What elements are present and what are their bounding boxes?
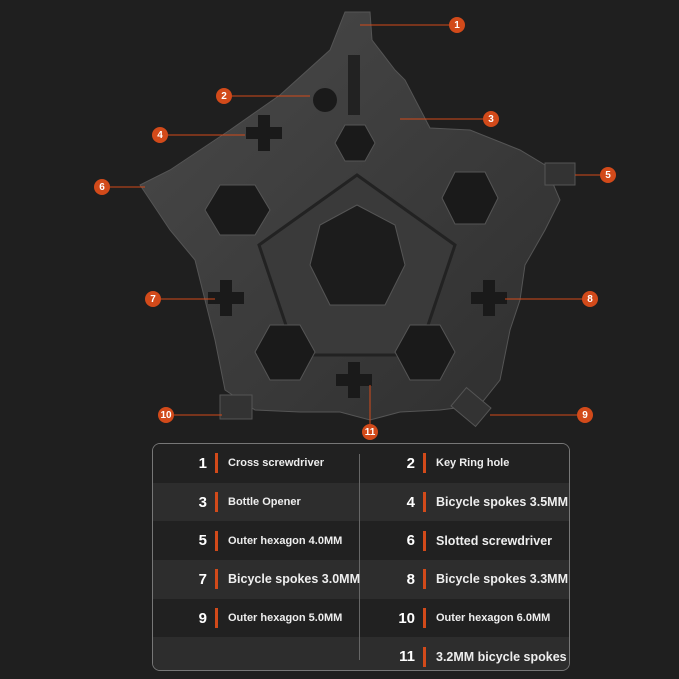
feature-number: 1 xyxy=(198,454,207,472)
accent-bar xyxy=(423,646,426,667)
table-row: 3 Bottle Opener 4 Bicycle spokes 3.5MM xyxy=(153,482,569,522)
feature-number: 3 xyxy=(198,493,207,511)
accent-bar xyxy=(423,453,426,474)
feature-number: 8 xyxy=(406,570,415,588)
accent-bar xyxy=(423,569,426,590)
callout-10: 10 xyxy=(158,407,174,423)
feature-label: Outer hexagon 5.0MM xyxy=(228,612,343,625)
feature-item: 5 Outer hexagon 4.0MM xyxy=(153,521,361,560)
table-row: 11 3.2MM bicycle spokes xyxy=(153,637,569,670)
feature-item: 6 Slotted screwdriver xyxy=(361,521,569,560)
table-row: 1 Cross screwdriver 2 Key Ring hole xyxy=(153,444,569,483)
column-divider xyxy=(359,454,360,660)
table-row: 7 Bicycle spokes 3.0MM 8 Bicycle spokes 3.… xyxy=(153,560,569,599)
accent-bar xyxy=(423,492,426,513)
feature-label: Bottle Opener xyxy=(228,496,301,509)
feature-number: 5 xyxy=(198,532,207,550)
feature-item: 8 Bicycle spokes 3.3MM xyxy=(361,560,569,599)
accent-bar xyxy=(215,453,218,474)
feature-number: 4 xyxy=(406,493,415,511)
callout-11: 11 xyxy=(362,424,378,440)
feature-table: 1 Cross screwdriver 2 Key Ring hole 3 Bottl… xyxy=(152,443,570,671)
snowflake-multitool-image xyxy=(102,11,608,432)
callout-9: 9 xyxy=(577,407,593,423)
feature-label: Slotted screwdriver xyxy=(436,533,553,548)
feature-item: 2 Key Ring hole xyxy=(361,444,569,483)
feature-item: 3 Bottle Opener xyxy=(153,483,361,522)
feature-item: 1 Cross screwdriver xyxy=(153,444,361,483)
feature-label: 3.2MM bicycle spokes xyxy=(436,649,567,664)
accent-bar xyxy=(423,530,426,551)
accent-bar xyxy=(215,569,218,590)
empty-cell xyxy=(153,637,361,670)
feature-label: Key Ring hole xyxy=(436,457,510,470)
feature-label: Outer hexagon 4.0MM xyxy=(228,534,343,547)
feature-item: 4 Bicycle spokes 3.5MM xyxy=(361,483,569,522)
callout-6: 6 xyxy=(94,179,110,195)
table-row: 9 Outer hexagon 5.0MM 10 Outer hexagon 6.0… xyxy=(153,598,569,638)
callout-3: 3 xyxy=(483,111,499,127)
callout-5: 5 xyxy=(600,167,616,183)
feature-number: 2 xyxy=(406,454,415,472)
feature-label: Outer hexagon 6.0MM xyxy=(436,612,551,625)
callout-2: 2 xyxy=(216,88,232,104)
feature-number: 10 xyxy=(398,609,415,627)
callout-4: 4 xyxy=(152,127,168,143)
feature-label: Cross screwdriver xyxy=(228,457,324,470)
feature-number: 11 xyxy=(399,648,415,666)
feature-item: 11 3.2MM bicycle spokes xyxy=(361,637,569,670)
callout-7: 7 xyxy=(145,291,161,307)
feature-label: Bicycle spokes 3.3MM xyxy=(436,572,569,587)
feature-number: 7 xyxy=(198,570,207,588)
feature-item: 10 Outer hexagon 6.0MM xyxy=(361,599,569,638)
callout-8: 8 xyxy=(582,291,598,307)
accent-bar xyxy=(215,492,218,513)
feature-item: 9 Outer hexagon 5.0MM xyxy=(153,599,361,638)
feature-label: Bicycle spokes 3.5MM xyxy=(436,495,569,510)
feature-number: 6 xyxy=(406,532,415,550)
feature-label: Bicycle spokes 3.0MM xyxy=(228,572,361,587)
accent-bar xyxy=(423,608,426,629)
accent-bar xyxy=(215,608,218,629)
feature-item: 7 Bicycle spokes 3.0MM xyxy=(153,560,361,599)
table-row: 5 Outer hexagon 4.0MM 6 Slotted screwdrive… xyxy=(153,521,569,561)
accent-bar xyxy=(215,530,218,551)
feature-number: 9 xyxy=(198,609,207,627)
callout-1: 1 xyxy=(449,17,465,33)
